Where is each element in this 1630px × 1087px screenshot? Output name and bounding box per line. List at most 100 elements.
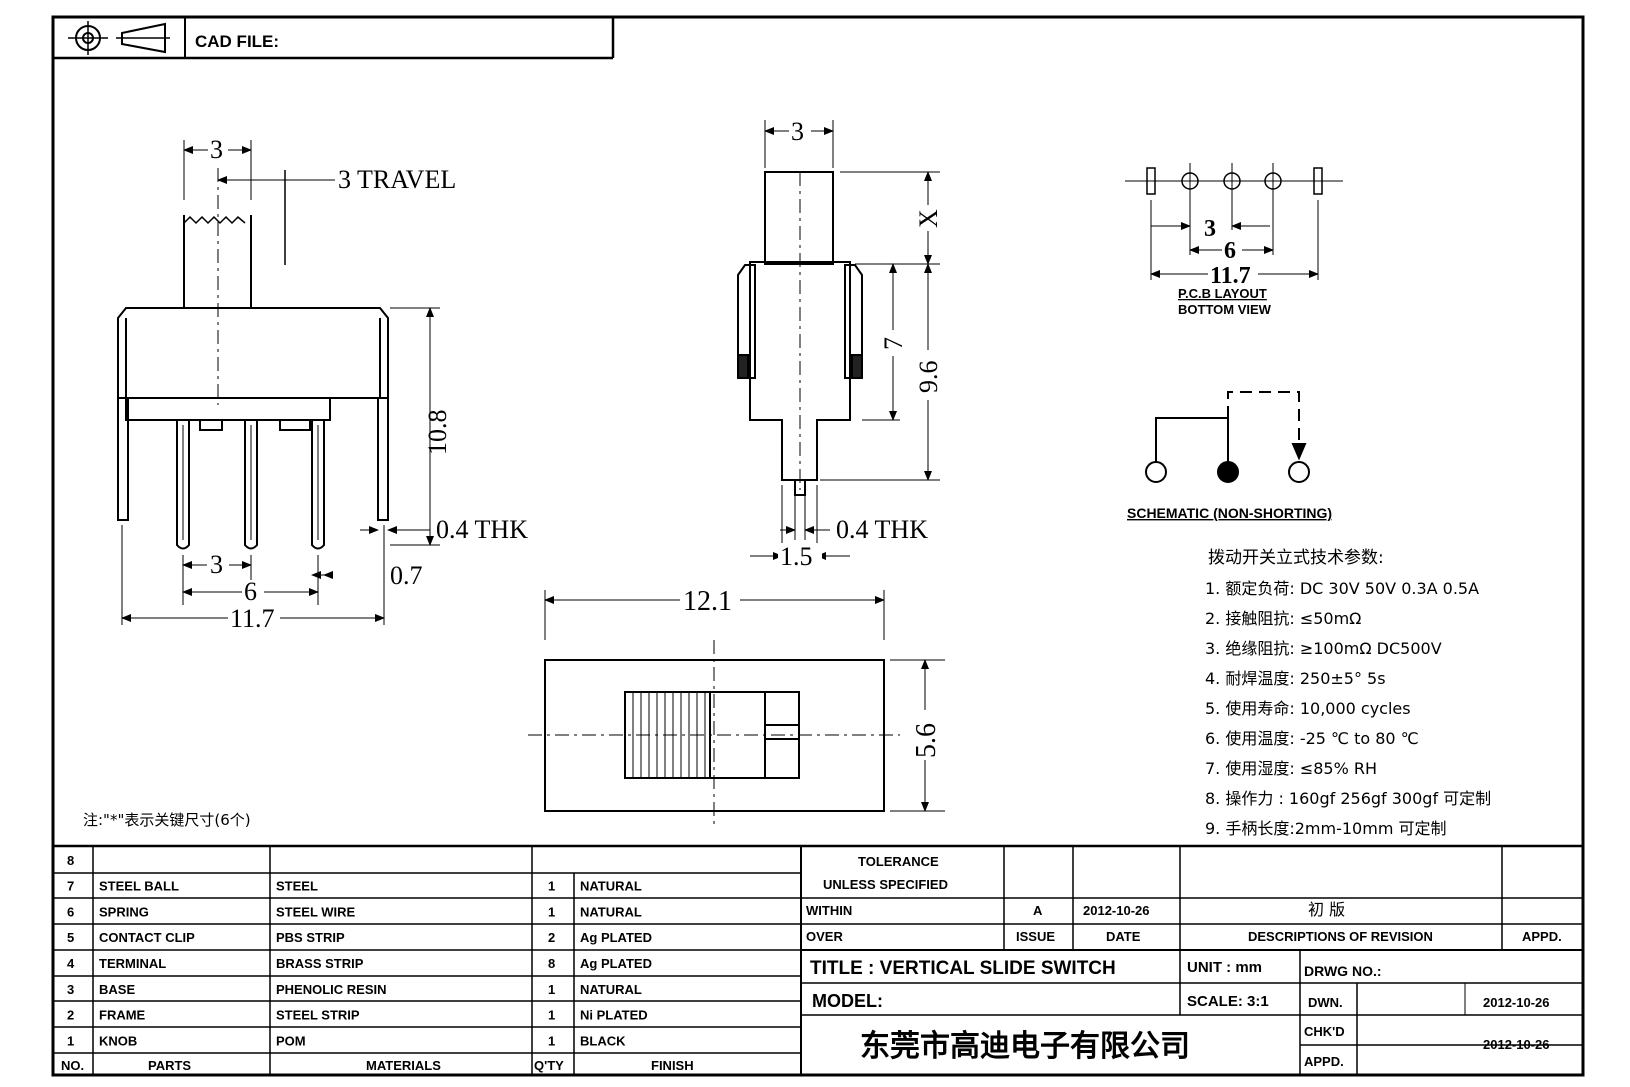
checked-label: CHK'D <box>1304 1024 1345 1039</box>
bom-material: STEEL <box>276 879 318 894</box>
front-dim-9-6: 9.6 <box>914 361 943 394</box>
tolerance-within: WITHIN <box>806 903 852 918</box>
front-view <box>737 120 940 565</box>
terminal-common-icon <box>1217 461 1239 483</box>
bom-part-name: FRAME <box>99 1008 146 1023</box>
bom-material: PHENOLIC RESIN <box>276 982 387 997</box>
top-dim-width: 5.6 <box>911 723 942 758</box>
pcb-labels: 3 6 11.7 P.C.B LAYOUT BOTTOM VIEW <box>1178 216 1272 317</box>
side-dim-terminal: 0.7 <box>390 561 423 590</box>
bom-row-number: 6 <box>67 904 74 919</box>
bom-finish: NATURAL <box>580 982 642 997</box>
top-view <box>528 590 945 828</box>
bom-finish: BLACK <box>580 1033 626 1048</box>
key-dimension-note: 注:"*"表示关键尺寸(6个) <box>83 811 251 829</box>
bom-row-number: 2 <box>67 1008 74 1023</box>
revision-block: A 2012-10-26 初 版 ISSUE DATE DESCRIPTIONS… <box>1016 900 1562 944</box>
bom-row-number: 7 <box>67 879 74 894</box>
spec-item: 8. 操作力 : 160gf 256gf 300gf 可定制 <box>1205 789 1491 808</box>
drawn-date: 2012-10-26 <box>1483 995 1550 1010</box>
side-dim-knob-width: 3 <box>210 135 223 164</box>
bom-quantity: 1 <box>548 982 555 997</box>
pcb-dim-11-7: 11.7 <box>1210 263 1251 289</box>
spec-item: 1. 额定负荷: DC 30V 50V 0.3A 0.5A <box>1205 579 1479 598</box>
pcb-dim-3: 3 <box>1204 216 1216 242</box>
scale-label: SCALE: 3:1 <box>1187 993 1269 1010</box>
bom-quantity: 1 <box>548 904 555 919</box>
side-dim-thickness: 0.4 THK <box>436 515 528 544</box>
pcb-bottom-view-label: BOTTOM VIEW <box>1178 302 1272 317</box>
spec-item: 4. 耐焊温度: 250±5° 5s <box>1205 669 1386 688</box>
front-view-labels: 3 X 7 9.6 0.4 THK 1.5 <box>778 117 943 571</box>
spec-item: 3. 绝缘阻抗: ≥100mΩ DC500V <box>1205 639 1442 658</box>
bom-quantity: 1 <box>548 1008 555 1023</box>
bom-table <box>53 844 1583 1075</box>
revision-grid <box>801 846 1583 1075</box>
revision-date-value: 2012-10-26 <box>1083 903 1150 918</box>
spec-item: 9. 手柄长度:2mm-10mm 可定制 <box>1205 819 1447 838</box>
bom-header-no: NO. <box>61 1058 84 1073</box>
side-dim-pitch-6: 6 <box>244 577 257 606</box>
cad-header: CAD FILE: <box>53 17 615 60</box>
bom-part-name: KNOB <box>99 1033 137 1048</box>
cad-file-label: CAD FILE: <box>195 32 279 51</box>
drawn-label: DWN. <box>1308 995 1343 1010</box>
schematic-label: SCHEMATIC (NON-SHORTING) <box>1127 505 1332 521</box>
tolerance-unless: UNLESS SPECIFIED <box>823 877 948 892</box>
bom-material: STEEL STRIP <box>276 1008 360 1023</box>
spec-list: 拨动开关立式技术参数: 1. 额定负荷: DC 30V 50V 0.3A 0.5… <box>1205 548 1491 838</box>
side-dim-travel: 3 TRAVEL <box>338 165 456 194</box>
tolerance-block: TOLERANCE UNLESS SPECIFIED WITHIN OVER <box>806 854 948 944</box>
terminal-open-left-icon <box>1145 461 1167 483</box>
front-dim-7: 7 <box>879 337 908 350</box>
bom-quantity: 1 <box>548 1033 555 1048</box>
terminal-open-right-icon <box>1288 461 1310 483</box>
side-dim-height: 10.8 <box>423 410 452 456</box>
revision-issue-value: A <box>1033 903 1043 918</box>
bom-material: PBS STRIP <box>276 930 345 945</box>
revision-issue-label: ISSUE <box>1016 929 1055 944</box>
bom-quantity: 2 <box>548 930 555 945</box>
bom-finish: NATURAL <box>580 879 642 894</box>
side-dim-pitch: 3 <box>210 550 223 579</box>
bom-part-name: CONTACT CLIP <box>99 930 195 945</box>
bom-finish: Ag PLATED <box>580 930 652 945</box>
revision-appd-label: APPD. <box>1522 929 1562 944</box>
spec-item: 7. 使用湿度: ≤85% RH <box>1205 759 1377 778</box>
bom-finish: Ni PLATED <box>580 1008 648 1023</box>
front-dim-thickness: 0.4 THK <box>836 515 928 544</box>
front-dim-1-5: 1.5 <box>780 542 813 571</box>
bom-part-name: BASE <box>99 982 135 997</box>
projection-symbol-icon <box>68 21 170 55</box>
drawing-number-label: DRWG NO.: <box>1304 963 1382 979</box>
bom-header-qty: Q'TY <box>534 1058 564 1073</box>
bom-row-number: 5 <box>67 930 74 945</box>
bom-row-number: 3 <box>67 982 74 997</box>
title-block: TITLE : VERTICAL SLIDE SWITCH UNIT : mm … <box>810 958 1550 1069</box>
spec-item: 2. 接触阻抗: ≤50mΩ <box>1205 609 1361 628</box>
front-dim-x: X <box>914 209 943 228</box>
checked-date: 2012-10-26 <box>1483 1037 1550 1052</box>
side-view <box>117 140 440 625</box>
tolerance-title: TOLERANCE <box>858 854 939 869</box>
approved-label: APPD. <box>1304 1054 1344 1069</box>
bom-part-name: SPRING <box>99 904 149 919</box>
bom-row-number: 8 <box>67 853 74 868</box>
bom-header-finish: FINISH <box>651 1058 694 1073</box>
bom-part-name: STEEL BALL <box>99 879 179 894</box>
drawing-border <box>51 15 1585 1077</box>
bom-row-number: 4 <box>67 956 75 971</box>
top-view-labels: 12.1 5.6 <box>680 585 942 760</box>
schematic <box>1145 391 1310 483</box>
drawing-title: TITLE : VERTICAL SLIDE SWITCH <box>810 958 1116 979</box>
model-label: MODEL: <box>812 991 883 1011</box>
unit-label: UNIT : mm <box>1187 959 1262 976</box>
bom-finish: Ag PLATED <box>580 956 652 971</box>
bom-header-parts: PARTS <box>148 1058 191 1073</box>
bom-headers: NO. PARTS MATERIALS Q'TY FINISH <box>61 1058 694 1073</box>
bom-material: POM <box>276 1033 306 1048</box>
side-dim-width: 11.7 <box>230 604 275 633</box>
company-name: 东莞市高迪电子有限公司 <box>860 1029 1190 1064</box>
bom-quantity: 8 <box>548 956 555 971</box>
